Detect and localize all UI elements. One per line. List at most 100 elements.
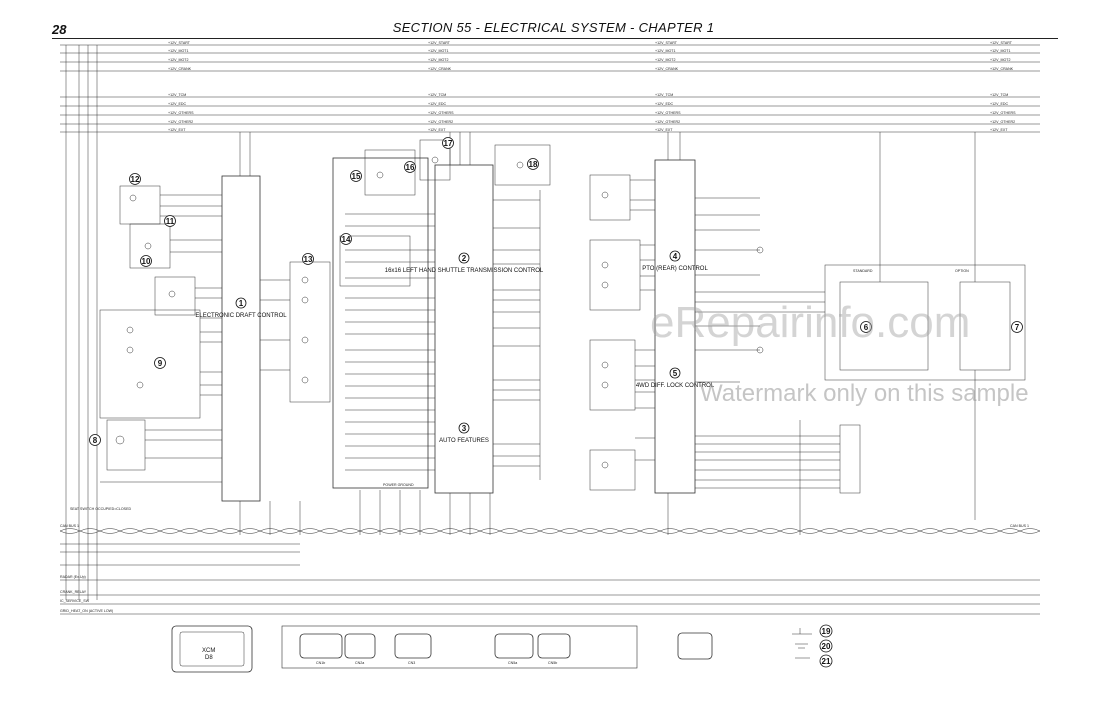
callout-number: 6	[864, 323, 869, 332]
connector-label-1: CN1b	[316, 661, 325, 665]
legend-callout-circle	[819, 654, 833, 668]
module-callout-circle	[458, 252, 470, 264]
bus-label-mid: +12V_START	[428, 41, 451, 45]
bus-label-mid2: +12V_OTHER2	[655, 120, 680, 124]
bus-label-mid2: +12V_CRANK	[655, 67, 679, 71]
xcm-label: XCM	[202, 648, 215, 654]
callout-number: 12	[131, 175, 140, 184]
can-bus-label: CAN BUS 1	[60, 524, 79, 528]
seat-switch-note: SEAT SWITCH OCCUPIED=CLOSED	[70, 507, 131, 511]
module-number: 4	[673, 252, 678, 261]
module-label: AUTO FEATURES	[439, 438, 489, 444]
legend-callout-circle	[819, 639, 833, 653]
module-callout-circle	[458, 422, 470, 434]
callout-number: 9	[158, 359, 163, 368]
bus-label-mid: +12V_MOT1	[428, 49, 448, 53]
bus-label-left: +12V_EDC	[168, 102, 186, 106]
bus-label-mid2: +12V_OTHERS	[655, 111, 681, 115]
module-number: 5	[673, 369, 678, 378]
module-label: ELECTRONIC DRAFT CONTROL	[195, 313, 287, 319]
callout-number: 18	[529, 160, 538, 169]
bus-label-mid: +12V_CRANK	[428, 67, 452, 71]
module-number: 3	[462, 424, 467, 433]
bus-label-left: +12V_OTHERS	[168, 111, 194, 115]
bus-label-mid: +12V_EXT	[428, 128, 446, 132]
bus-label-left: +12V_TCM	[168, 93, 186, 97]
callout-circle	[350, 170, 362, 182]
bus-label-mid: +12V_EDC	[428, 102, 446, 106]
bus-label-right: +12V_START	[990, 41, 1013, 45]
bus-label-right: +12V_OTHER2	[990, 120, 1015, 124]
module-number: 2	[462, 254, 467, 263]
module-label: 4WD DIFF. LOCK CONTROL	[636, 383, 715, 389]
callout-circle	[302, 253, 314, 265]
callout-circle	[860, 321, 872, 333]
callout-number: 13	[304, 255, 313, 264]
callout-circle	[340, 233, 352, 245]
callout-number: 16	[406, 163, 415, 172]
bus-label-left: +12V_MOT2	[168, 58, 188, 62]
connector-label-4: CN5a	[508, 661, 517, 665]
bus-label-right: +12V_EDC	[990, 102, 1008, 106]
bus-label-mid: +12V_OTHERS	[428, 111, 454, 115]
callout-number: 7	[1015, 323, 1020, 332]
can-bus-label-right: CAN BUS 1	[1010, 524, 1029, 528]
callout-number: 17	[444, 139, 453, 148]
connector-label-3: CN3	[408, 661, 415, 665]
callout-number: 11	[166, 217, 175, 226]
legend-callout-number: 19	[822, 627, 831, 636]
callout-circle	[154, 357, 166, 369]
bus-label-right: +12V_OTHERS	[990, 111, 1016, 115]
callout-circle	[404, 161, 416, 173]
module-callout-circle	[669, 367, 681, 379]
bus-label-left: +12V_EXT	[168, 128, 186, 132]
callout-circle	[1011, 321, 1023, 333]
callout-number: 15	[352, 172, 361, 181]
bus-label-mid2: +12V_MOT2	[655, 58, 675, 62]
bus-label-right: +12V_MOT1	[990, 49, 1010, 53]
bus-label-mid: +12V_MOT2	[428, 58, 448, 62]
watermark-sub: Watermark only on this sample	[700, 380, 1029, 407]
page-number: 28	[52, 22, 67, 37]
bus-label-right: +12V_CRANK	[990, 67, 1014, 71]
ic-service-label: IC_SERVICE_SW	[60, 599, 90, 603]
module-label: PTO (REAR) CONTROL	[642, 266, 708, 272]
legend-callout-number: 21	[822, 657, 831, 666]
section-header: SECTION 55 - ELECTRICAL SYSTEM - CHAPTER…	[392, 20, 715, 35]
callout-circle	[140, 255, 152, 267]
callout-number: 14	[342, 235, 351, 244]
callout-circle	[129, 173, 141, 185]
bus-label-left: +12V_CRANK	[168, 67, 192, 71]
bus-label-left: +12V_MOT1	[168, 49, 188, 53]
module-label: 16x16 LEFT HAND SHUTTLE TRANSMISSION CON…	[385, 268, 544, 274]
bus-label-mid: +12V_TCM	[428, 93, 446, 97]
header-rule	[52, 38, 1058, 39]
legend-callout-number: 20	[822, 642, 831, 651]
crank-relay-label: CRANK_RELAY	[60, 590, 87, 594]
callout-circle	[164, 215, 176, 227]
callout-number: 8	[93, 436, 98, 445]
bus-label-right: +12V_TCM	[990, 93, 1008, 97]
bus-label-mid2: +12V_START	[655, 41, 678, 45]
bus-label-mid: +12V_OTHER2	[428, 120, 453, 124]
bus-label-mid2: +12V_EDC	[655, 102, 673, 106]
xcm-sublabel: D8	[205, 655, 213, 661]
panel-option-label: OPTION	[955, 269, 969, 273]
callout-circle	[527, 158, 539, 170]
bus-label-right: +12V_MOT2	[990, 58, 1010, 62]
callout-number: 10	[142, 257, 151, 266]
legend-callout-circle	[819, 624, 833, 638]
connector-label-5: CN5b	[548, 661, 557, 665]
callout-circle	[442, 137, 454, 149]
callout-circle	[89, 434, 101, 446]
module-number: 1	[239, 299, 244, 308]
bus-label-left: +12V_OTHER2	[168, 120, 193, 124]
module-callout-circle	[235, 297, 247, 309]
bus-label-mid2: +12V_EXT	[655, 128, 673, 132]
power-ground-label: POWER GROUND	[383, 483, 414, 487]
connector-label-2: CN2a	[355, 661, 364, 665]
bus-label-mid2: +12V_TCM	[655, 93, 673, 97]
radar-label: RADAR (Ex.Up)	[60, 575, 86, 579]
